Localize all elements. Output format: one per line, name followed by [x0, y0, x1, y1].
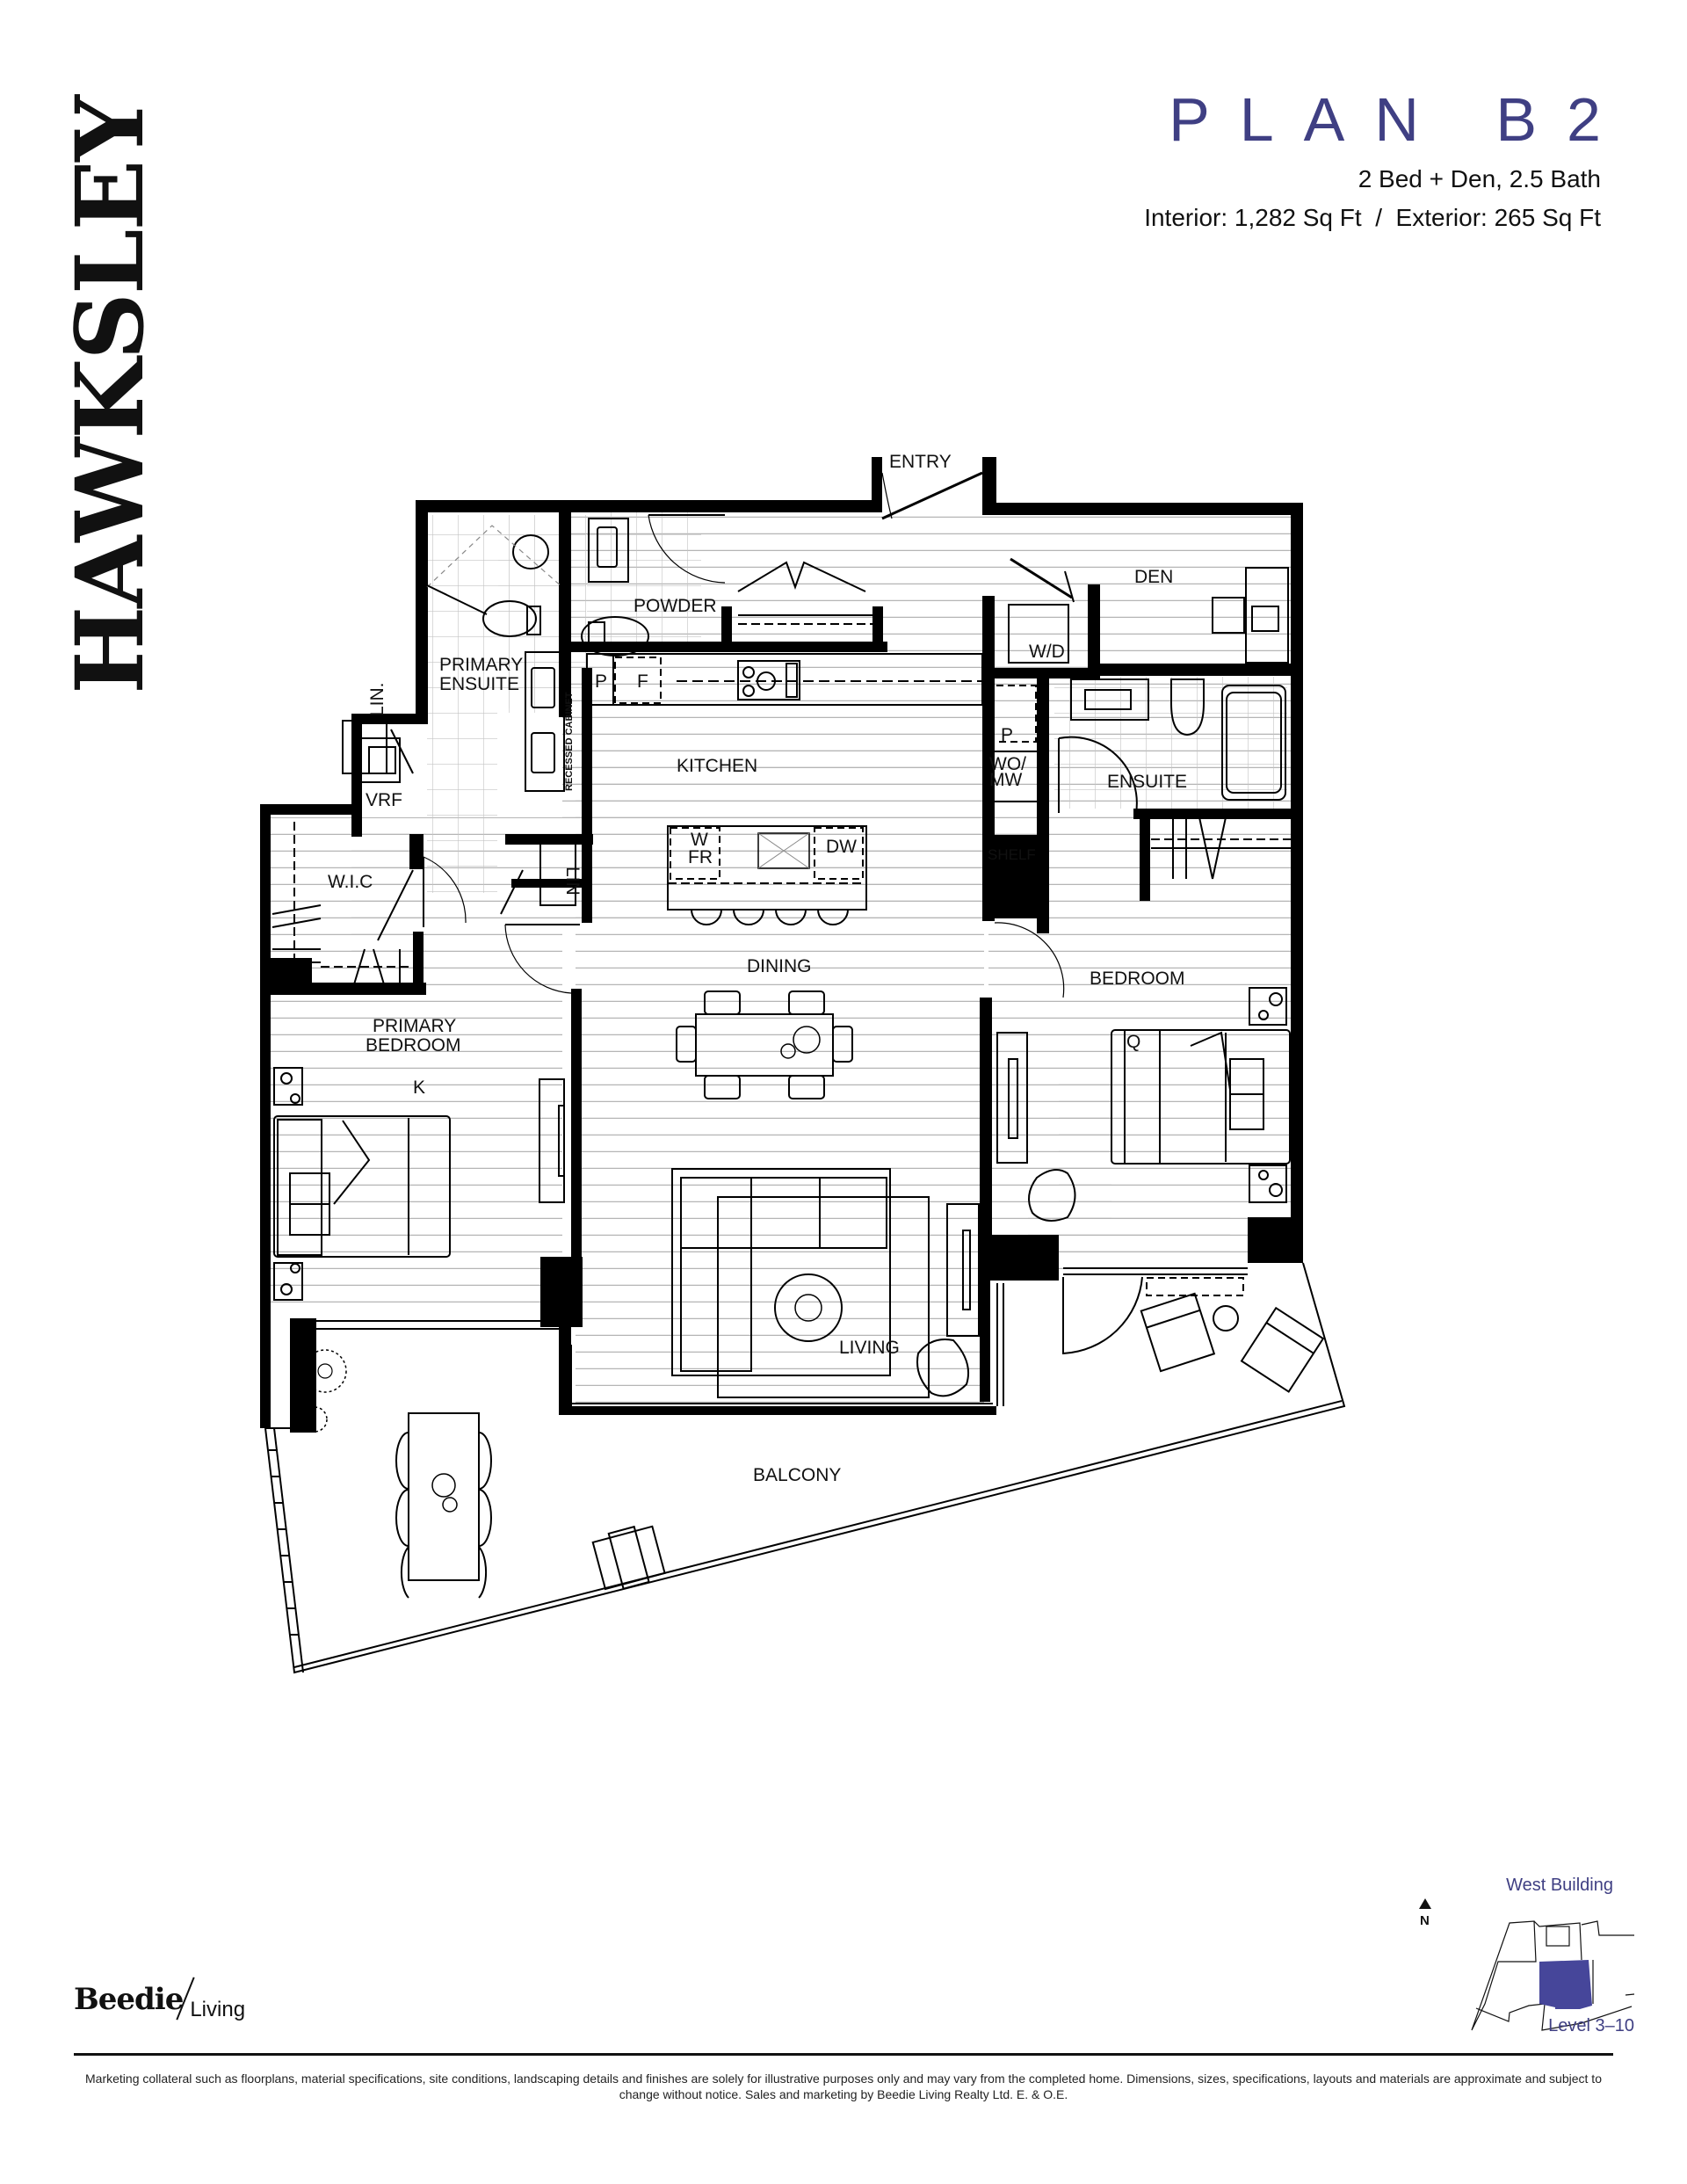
label-entry: ENTRY: [889, 452, 952, 472]
developer-logo: Beedie Living: [74, 1976, 246, 2021]
logo-living: Living: [190, 1998, 246, 2021]
label-bedroom: BEDROOM: [1090, 969, 1185, 989]
label-walk-in-closet: W.I.C: [328, 872, 373, 892]
label-pantry-2: P: [1001, 725, 1013, 745]
label-primary-ensuite-line1: PRIMARY: [439, 655, 523, 675]
label-queen-bed: Q: [1126, 1032, 1140, 1052]
label-vrf: VRF: [366, 790, 402, 810]
logo-beedie: Beedie: [74, 1982, 184, 2017]
label-shelf: SHELF: [988, 846, 1036, 863]
unit-highlight: [1539, 1960, 1592, 2009]
label-den: DEN: [1134, 567, 1173, 587]
label-king-bed: K: [413, 1077, 425, 1098]
label-pantry: P: [595, 671, 607, 692]
keyplan-map: N: [1419, 1898, 1634, 2031]
label-primary-bedroom-2: BEDROOM: [366, 1035, 461, 1056]
label-primary-bedroom-1: PRIMARY: [373, 1016, 456, 1036]
label-dining: DINING: [747, 956, 812, 976]
label-ensuite: ENSUITE: [1107, 772, 1187, 792]
balcony-outline: [264, 1262, 1346, 1674]
balcony-railing-ticks: [269, 1449, 299, 1636]
label-washer-dryer: W/D: [1029, 642, 1065, 662]
label-wine-fridge-1: W: [691, 830, 708, 850]
label-recessed-cabinet: RECESSED CABINET: [564, 692, 575, 791]
label-kitchen: KITCHEN: [677, 756, 757, 776]
fixtures: [272, 471, 1325, 1599]
key-plan: West Building N Level 3–10: [1406, 1863, 1634, 2039]
plan-title: PLAN B2: [1169, 85, 1631, 154]
keyplan-level: Level 3–10: [1548, 2016, 1634, 2035]
label-balcony: BALCONY: [753, 1465, 841, 1485]
north-arrow-icon: N: [1419, 1898, 1431, 1928]
label-dishwasher: DW: [826, 837, 857, 857]
label-linen-2: LIN: [562, 867, 583, 896]
label-living: LIVING: [839, 1338, 900, 1358]
footer-disclaimer: Marketing collateral such as floorplans,…: [85, 2072, 1602, 2101]
label-primary-ensuite-line2: ENSUITE: [439, 674, 519, 694]
label-linen-1: LIN.: [367, 682, 387, 716]
label-wall-oven-line1: WO/: [989, 754, 1026, 774]
label-wine-fridge-2: FR: [688, 847, 713, 867]
room-labels: ENTRY DEN POWDER PRIMARY ENSUITE LIN. VR…: [328, 452, 1187, 1485]
label-powder: POWDER: [634, 596, 717, 616]
unit-areas: Interior: 1,282 Sq Ft / Exterior: 265 Sq…: [1144, 204, 1601, 231]
label-fridge: F: [637, 671, 648, 692]
keyplan-building: West Building: [1506, 1876, 1613, 1895]
unit-type: 2 Bed + Den, 2.5 Bath: [1358, 165, 1601, 192]
floor-fills: [268, 508, 1296, 1411]
svg-text:N: N: [1420, 1913, 1430, 1928]
label-wall-oven-line2: MW: [989, 770, 1022, 790]
footer-divider: [74, 2053, 1613, 2056]
